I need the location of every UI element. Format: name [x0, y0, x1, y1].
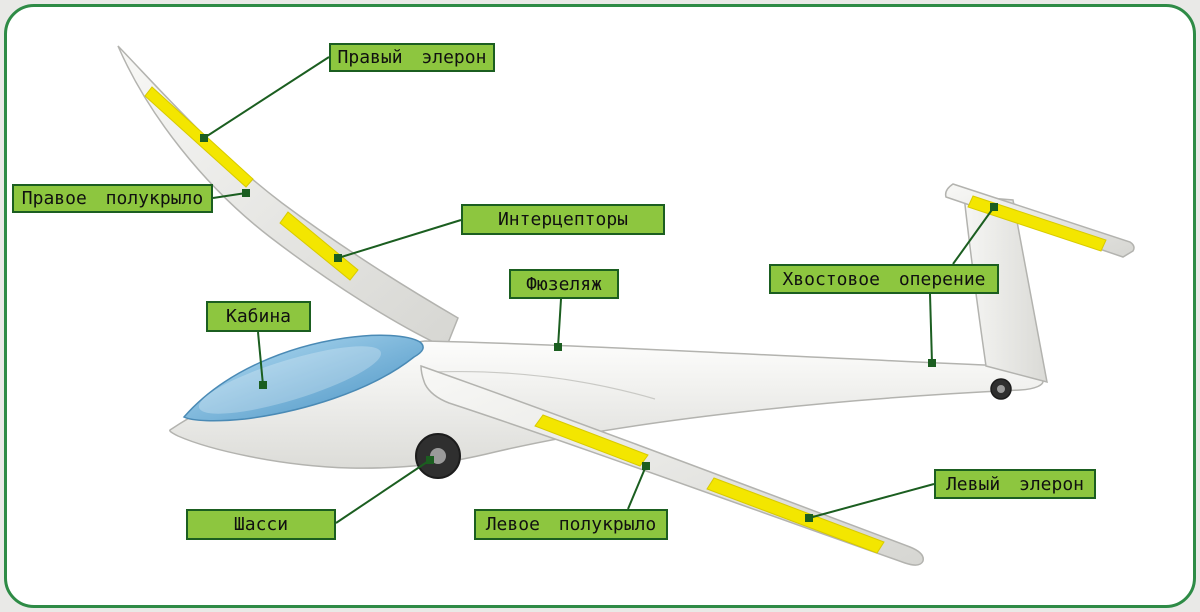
marker-tail-unit-lower	[928, 359, 936, 367]
label-left-halfwing: Левое полукрыло	[474, 509, 668, 540]
stabilizer-strip	[967, 195, 1107, 252]
label-interceptors: Интерцепторы	[461, 204, 665, 235]
connector-tail-unit-upper	[952, 206, 995, 265]
interceptor-strip	[279, 211, 359, 281]
marker-left-halfwing	[642, 462, 650, 470]
marker-interceptors	[334, 254, 342, 262]
label-right-halfwing: Правое полукрыло	[12, 184, 213, 213]
left-aileron-strip	[706, 477, 885, 554]
connector-tail-unit-lower	[929, 293, 933, 364]
wing-root-fairing	[431, 370, 656, 400]
marker-right-aileron	[200, 134, 208, 142]
canopy	[182, 334, 424, 422]
connector-right-halfwing	[212, 192, 247, 199]
marker-cabin	[259, 381, 267, 389]
canopy-highlight	[198, 346, 382, 414]
connector-interceptors	[337, 219, 462, 259]
label-tail-unit: Хвостовое оперение	[769, 264, 999, 294]
label-chassis: Шасси	[186, 509, 336, 540]
marker-right-halfwing	[242, 189, 250, 197]
label-cabin: Кабина	[206, 301, 311, 332]
right-aileron-strip	[144, 86, 254, 188]
connector-fuselage	[557, 298, 562, 348]
label-left-aileron: Левый элерон	[934, 469, 1096, 499]
label-fuselage: Фюзеляж	[509, 269, 619, 299]
marker-fuselage	[554, 343, 562, 351]
connector-right-aileron	[203, 56, 330, 139]
connector-chassis	[335, 459, 431, 524]
connector-left-halfwing	[627, 465, 647, 510]
vertical-fin	[963, 195, 1048, 384]
label-right-aileron: Правый элерон	[329, 43, 495, 72]
connector-cabin	[257, 331, 264, 386]
tail-wheel-hub	[997, 385, 1005, 393]
connector-left-aileron	[808, 483, 935, 519]
left-wing-inner-strip	[534, 414, 649, 467]
marker-chassis	[426, 456, 434, 464]
marker-left-aileron	[805, 514, 813, 522]
marker-tail-unit-upper	[990, 203, 998, 211]
connectors	[200, 56, 998, 524]
